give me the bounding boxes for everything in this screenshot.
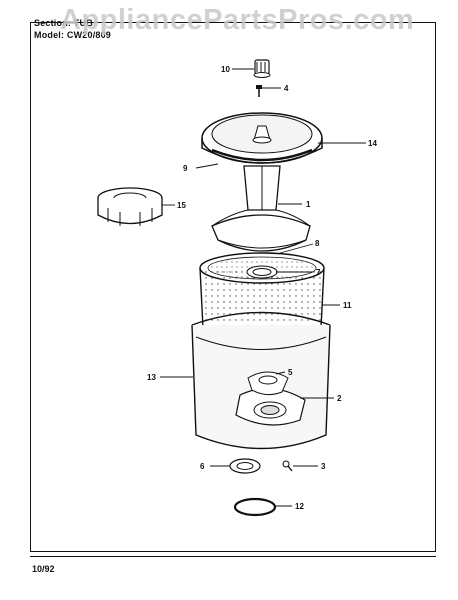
callout-8: 8 xyxy=(315,239,320,248)
callout-9: 9 xyxy=(183,164,188,173)
callout-13: 13 xyxy=(147,373,156,382)
callout-5: 5 xyxy=(288,368,293,377)
part-13-outer-tub xyxy=(191,311,331,450)
callout-6: 6 xyxy=(200,462,205,471)
part-3-bolt xyxy=(282,460,293,472)
callout-2: 2 xyxy=(337,394,342,403)
model-label: Model: CW20/809 xyxy=(34,30,112,40)
callout-15: 15 xyxy=(177,201,186,210)
footer-rule xyxy=(30,556,436,557)
leader-lines xyxy=(160,68,366,507)
callout-10: 10 xyxy=(221,65,230,74)
part-10-cap xyxy=(253,59,271,78)
callout-11: 11 xyxy=(343,301,352,310)
part-4-screw xyxy=(256,85,262,97)
diagram-frame xyxy=(30,22,436,552)
part-14-tub-ring xyxy=(201,112,323,164)
callout-7: 7 xyxy=(316,268,321,277)
callout-1: 1 xyxy=(306,200,311,209)
part-6-gasket xyxy=(229,458,261,474)
callout-4: 4 xyxy=(284,84,289,93)
watermark-logo: AppliancePartsPros.com xyxy=(60,4,415,36)
callout-14: 14 xyxy=(368,139,377,148)
part-12-o-ring xyxy=(233,497,277,517)
revision-date: 10/92 xyxy=(32,564,55,574)
section-label: Section: TUB xyxy=(34,18,93,28)
part-1-agitator xyxy=(211,165,311,252)
callout-3: 3 xyxy=(321,462,326,471)
part-15-seal xyxy=(97,187,163,226)
callout-12: 12 xyxy=(295,502,304,511)
